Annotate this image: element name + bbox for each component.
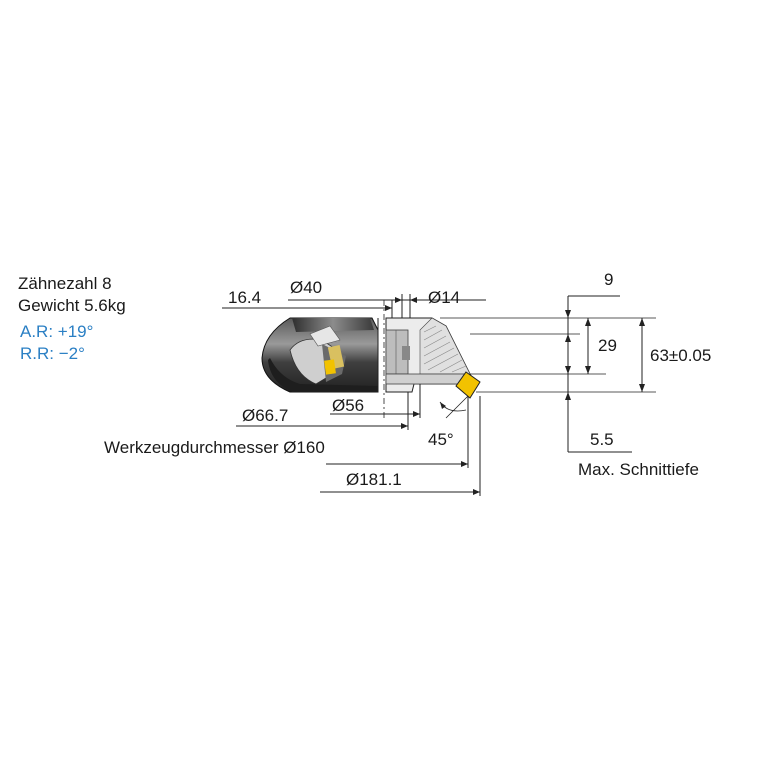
radial-rake: R.R: −2°: [20, 344, 85, 363]
face-dia-label: Ø56: [332, 396, 365, 415]
insert-step-label: 9: [604, 270, 614, 289]
cutting-insert-icon: [455, 371, 481, 399]
diameter-dimension-lines: [236, 384, 481, 496]
tool-weight: Gewicht 5.6kg: [18, 296, 126, 315]
teeth-count: Zähnezahl 8: [18, 274, 112, 293]
hub-dia-label: Ø66.7: [242, 406, 289, 425]
face-milling-cutter-icon: [261, 317, 379, 393]
angle-indicator: [439, 395, 469, 419]
keyway-label: Ø14: [428, 288, 461, 307]
bore-dia-label: Ø40: [290, 278, 323, 297]
top-dimension-lines: [222, 294, 486, 318]
axial-rake: A.R: +19°: [20, 322, 94, 341]
total-height-label: 63±0.05: [650, 346, 712, 365]
body-height-label: 29: [598, 336, 617, 355]
height-dimension-lines: [440, 295, 656, 453]
tool-diameter-label: Werkzeugdurchmesser Ø160: [104, 438, 325, 457]
angle-label: 45°: [428, 430, 454, 449]
cutter-section: [385, 317, 481, 399]
depth-label: 5.5: [590, 430, 614, 449]
max-diameter-label: Ø181.1: [346, 470, 402, 489]
max-cut-depth-label: Max. Schnittiefe: [578, 460, 699, 479]
flange-width-label: 16.4: [228, 288, 262, 307]
